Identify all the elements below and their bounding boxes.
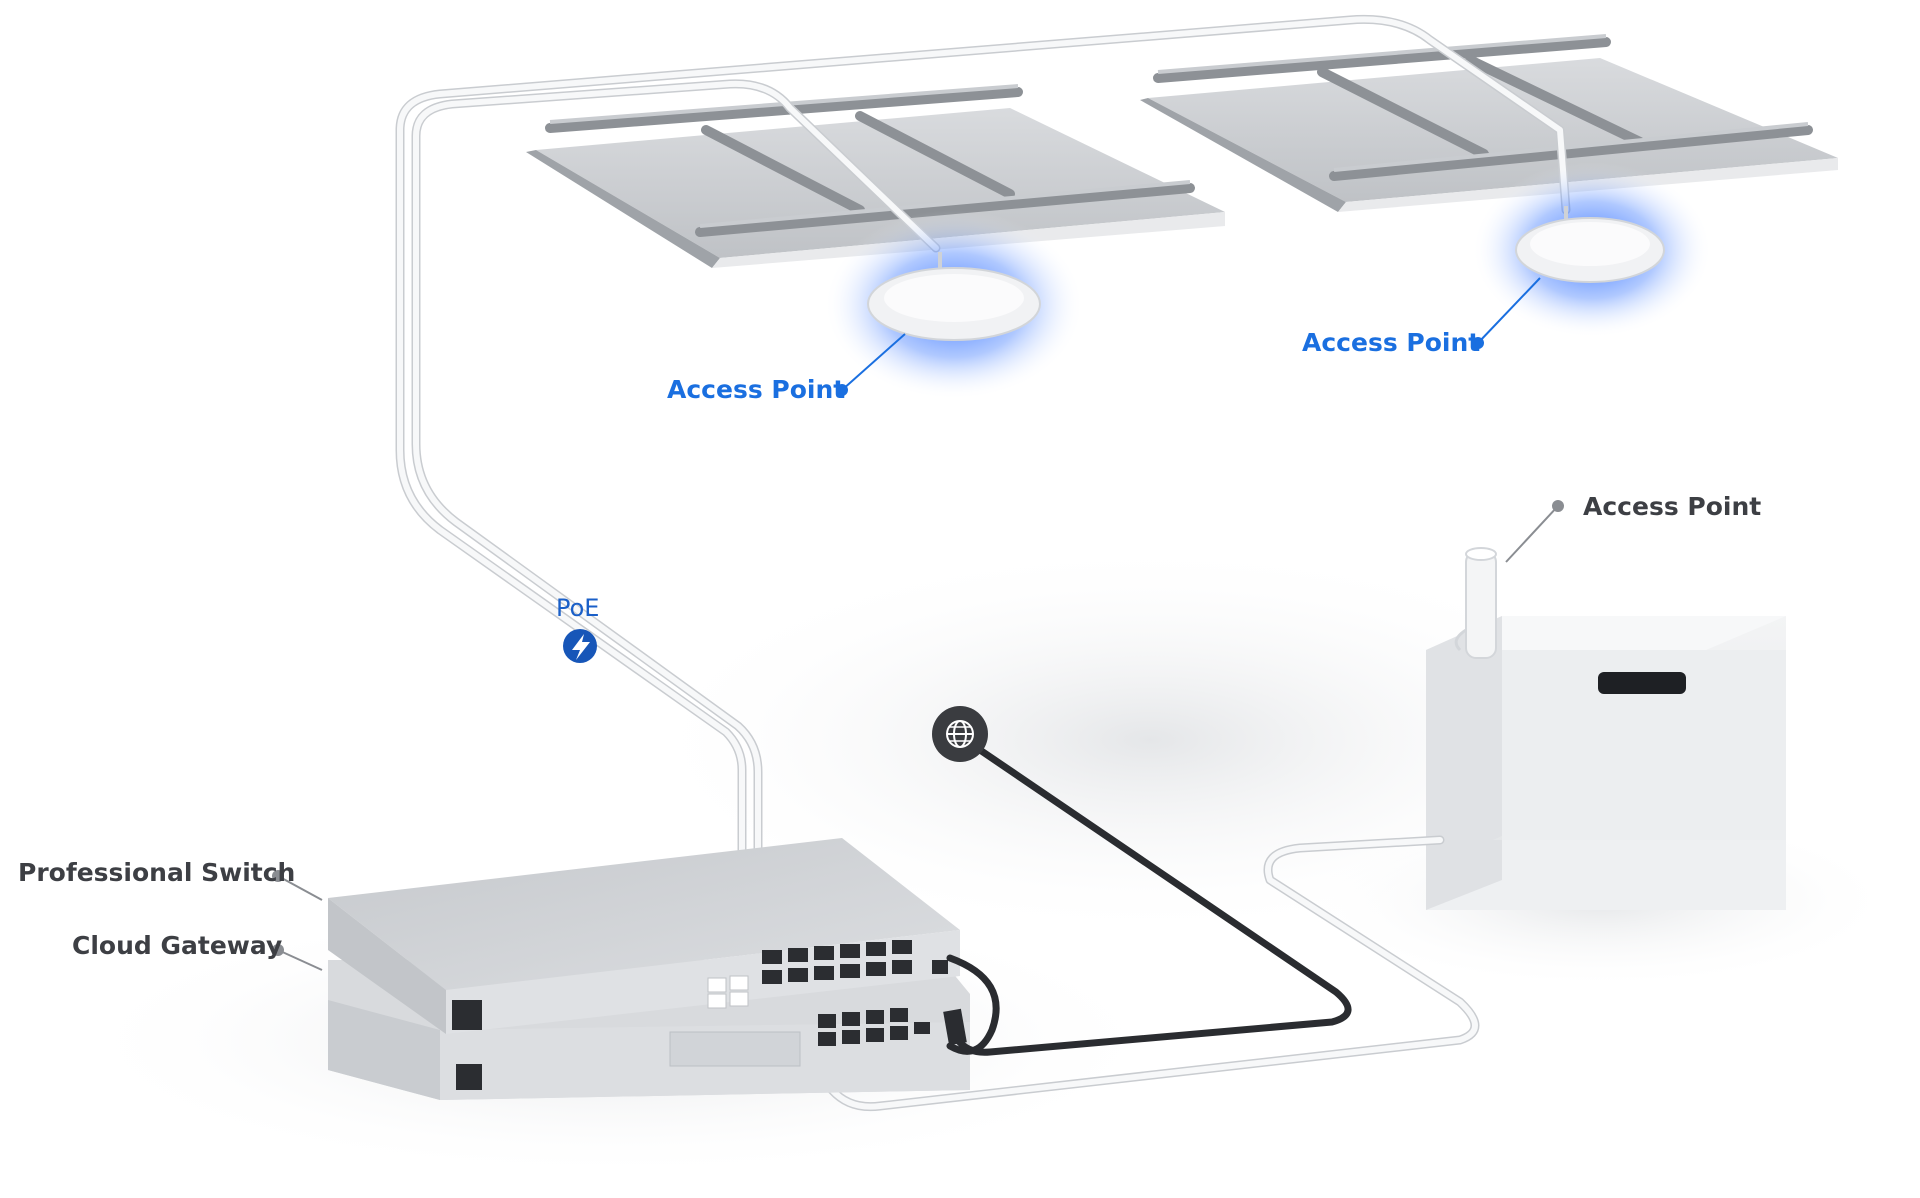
leader-line-ap-2: [1477, 277, 1541, 344]
cabinet-cable: [765, 835, 1480, 1112]
access-point-3: [1454, 547, 1497, 659]
access-point-2: [1472, 162, 1712, 338]
poe-label: PoE: [556, 594, 600, 622]
device-stack: [328, 838, 970, 1100]
leader-dot-ap-3: [1552, 500, 1564, 512]
leader-dot-ap-1: [836, 384, 848, 396]
ceiling-panel-left: [526, 84, 1225, 268]
leader-dot-switch: [272, 870, 284, 882]
access-point-label-1: Access Point: [667, 375, 846, 404]
professional-switch-label: Professional Switch: [18, 858, 296, 887]
poe-cables: [395, 14, 1571, 987]
access-point-label-2: Access Point: [1302, 328, 1481, 357]
leader-line-ap-1: [841, 333, 906, 391]
leader-line-gateway: [277, 949, 323, 971]
internet-cable: [943, 746, 1352, 1056]
access-point-label-3: Access Point: [1583, 492, 1762, 521]
lightning-bolt-icon: [563, 629, 597, 663]
cabinet: [1426, 616, 1786, 910]
globe-icon: [932, 706, 988, 762]
access-point-1: [824, 210, 1084, 400]
leader-line-switch: [277, 875, 323, 901]
ceiling-panel-right: [1140, 34, 1838, 212]
leader-dot-gateway: [272, 944, 284, 956]
leader-dot-ap-2: [1472, 337, 1484, 349]
leader-line-ap-3: [1505, 505, 1559, 563]
cloud-gateway-label: Cloud Gateway: [72, 931, 283, 960]
